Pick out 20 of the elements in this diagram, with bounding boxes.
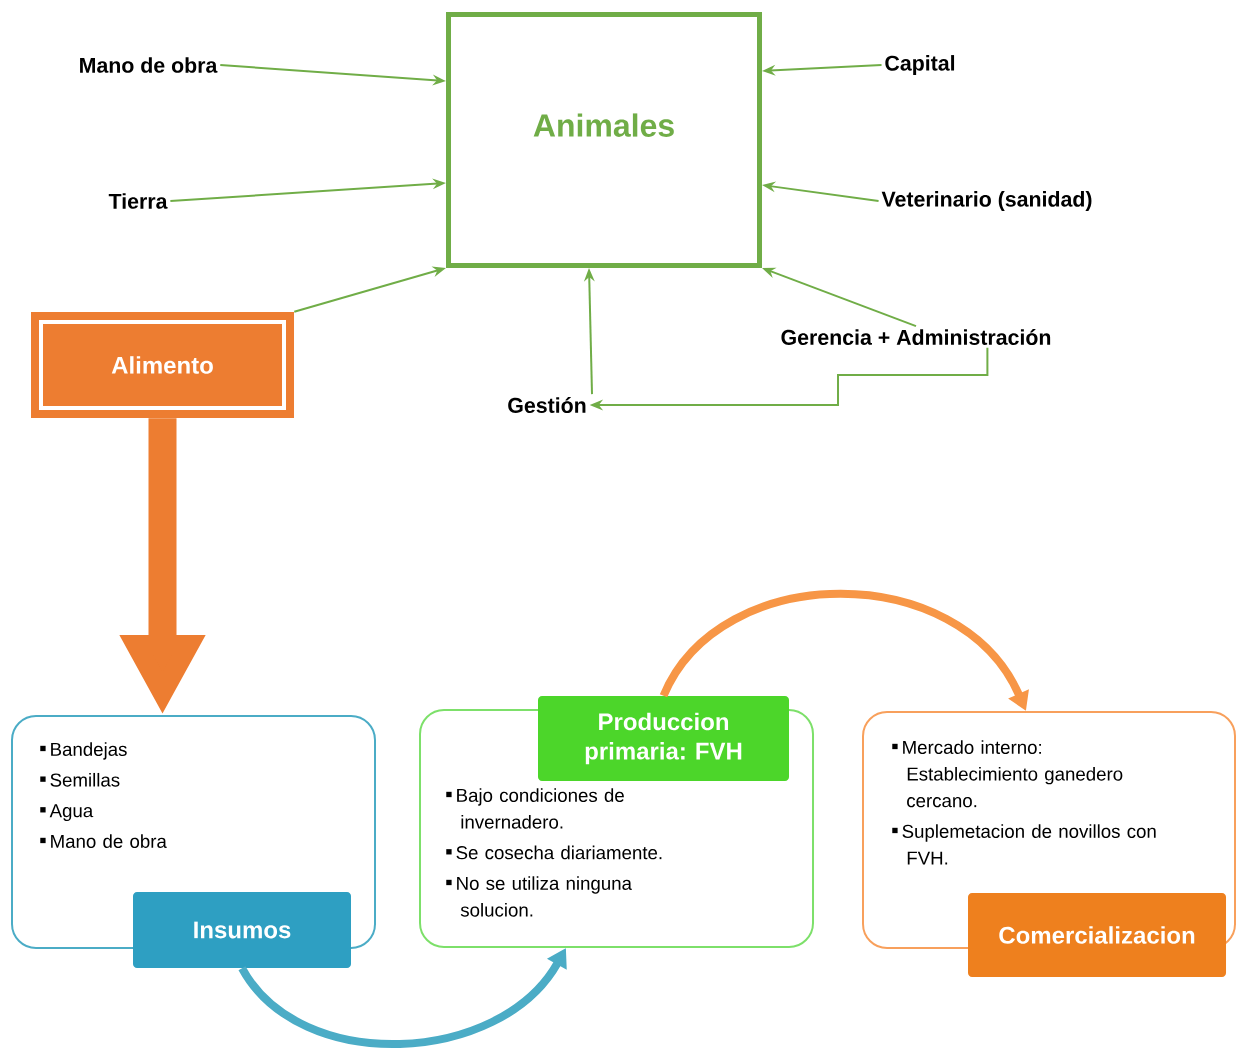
title-badge: Produccion primaria: FVH: [538, 696, 789, 781]
bullet-item: Bandejas: [40, 742, 127, 760]
bullet-item: No se utiliza ninguna solucion.: [446, 876, 632, 917]
bullet-item: Mano de obra: [40, 834, 167, 848]
bullet-item: Mercado interno: Establecimiento ganedero cercano.: [892, 740, 1123, 808]
label-text: Gerencia + Administración: [781, 329, 1051, 345]
process-box: Animales: [446, 12, 762, 268]
label-text: Capital: [885, 55, 955, 75]
food-box: Alimento: [31, 312, 294, 418]
title-badge: Insumos: [133, 892, 351, 968]
bullet-item: Suplemetacion de novillos con FVH.: [892, 824, 1156, 865]
bullet-item: Bajo condiciones de invernadero.: [446, 788, 624, 829]
label-text: Mano de obra: [80, 57, 218, 73]
bullet-item: Agua: [40, 804, 94, 821]
bullet-item: Se cosecha diariamente.: [446, 845, 662, 860]
label-text: Tierra: [108, 193, 168, 209]
bullet-item: Semillas: [40, 772, 120, 787]
label-text: Gestión: [508, 397, 586, 413]
label-text: Veterinario (sanidad): [881, 191, 1092, 211]
title-badge: Comercializacion: [968, 893, 1226, 977]
